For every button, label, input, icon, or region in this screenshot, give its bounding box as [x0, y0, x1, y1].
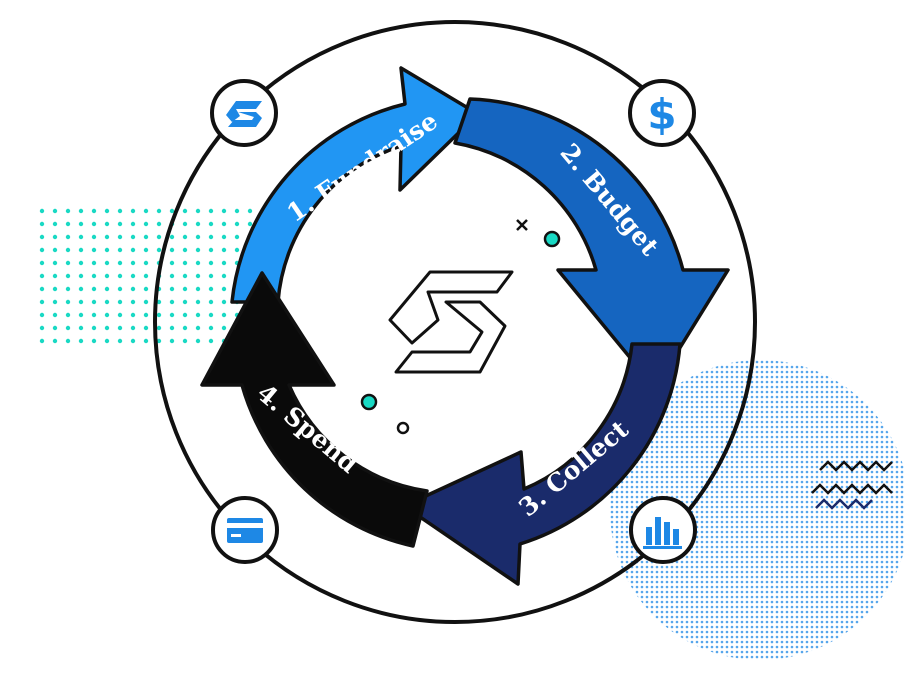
blue-halftone-circle	[610, 360, 904, 660]
outer-ring	[153, 20, 757, 624]
credit-card-icon	[227, 518, 263, 543]
arrow-spend	[200, 271, 429, 548]
teal-dot-grid	[34, 203, 264, 351]
bar-chart-icon	[643, 517, 682, 549]
arrow-budget	[453, 97, 730, 390]
badge-logo	[210, 79, 278, 147]
badge-dollar: $	[628, 79, 696, 147]
zigzag-decoration	[811, 460, 893, 510]
dollar-icon: $	[647, 90, 676, 139]
decor-dots	[360, 219, 561, 435]
badge-credit-card	[211, 496, 279, 564]
badge-bar-chart	[629, 496, 697, 564]
arrow-collect	[402, 342, 682, 586]
logo-s-icon	[226, 101, 262, 127]
arrow-fundraise	[230, 66, 480, 304]
center-logo-icon	[388, 270, 514, 374]
